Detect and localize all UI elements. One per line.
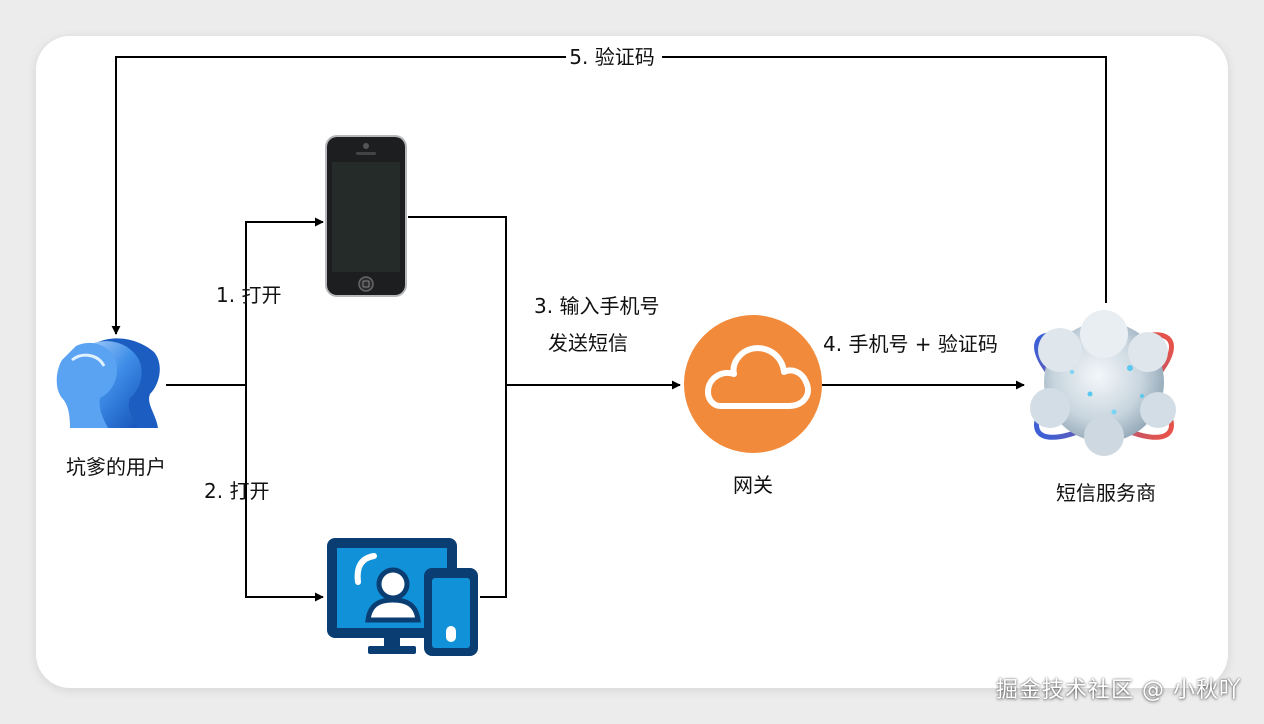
computer-tablet-icon (327, 538, 478, 656)
edge-code-return-left (111, 56, 566, 335)
diagram-card (36, 36, 1228, 688)
label-phone-code: 4. 手机号 + 验证码 (823, 332, 998, 356)
user-label: 坑爹的用户 (66, 455, 166, 479)
label-input-line2: 发送短信 (548, 331, 628, 355)
sms-provider-label: 短信服务商 (1056, 481, 1156, 505)
cloud-icon (684, 315, 822, 453)
label-open-1: 1. 打开 (216, 283, 281, 307)
smartphone-icon (325, 135, 407, 297)
label-code: 5. 验证码 (569, 45, 654, 69)
user-group-icon (56, 338, 160, 428)
edge-phone-out (408, 216, 507, 385)
edge-computer-out (480, 385, 507, 598)
edge-open-computer (245, 385, 324, 602)
gateway-label: 网关 (733, 473, 773, 497)
edge-code-return-right (662, 56, 1107, 303)
watermark: 掘金技术社区 @ 小秋吖 (996, 678, 1242, 703)
connectors (111, 56, 1107, 602)
edge-open-phone (245, 217, 324, 385)
label-open-2: 2. 打开 (204, 479, 269, 503)
globe-cloud-icon (1030, 310, 1176, 456)
label-input-line1: 3. 输入手机号 (534, 294, 659, 318)
